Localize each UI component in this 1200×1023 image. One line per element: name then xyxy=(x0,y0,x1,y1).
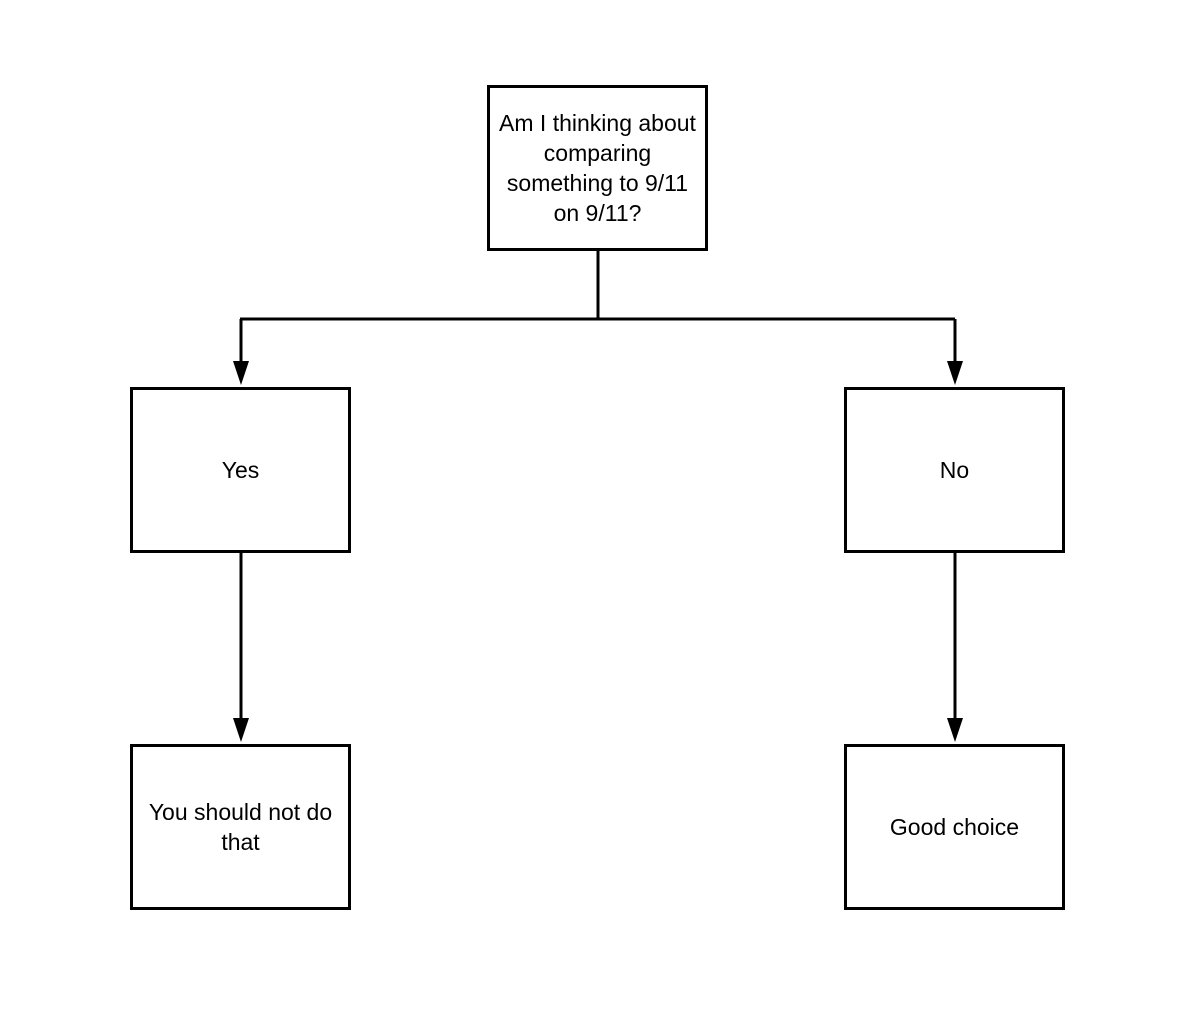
yes-result-box: You should not do that xyxy=(130,744,351,910)
arrowhead-to-no xyxy=(947,361,963,385)
yes-result-text: You should not do that xyxy=(148,799,333,855)
yes-text: Yes xyxy=(221,457,260,483)
arrowhead-to-yes xyxy=(233,361,249,385)
arrowhead-to-no-result xyxy=(947,718,963,742)
no-result-text: Good choice xyxy=(889,814,1020,840)
no-text: No xyxy=(939,457,970,483)
yes-box: Yes xyxy=(130,387,351,553)
no-box: No xyxy=(844,387,1065,553)
arrowhead-to-yes-result xyxy=(233,718,249,742)
question-box: Am I thinking about comparing something … xyxy=(487,85,708,251)
question-text: Am I thinking about comparing something … xyxy=(499,110,696,226)
no-result-box: Good choice xyxy=(844,744,1065,910)
